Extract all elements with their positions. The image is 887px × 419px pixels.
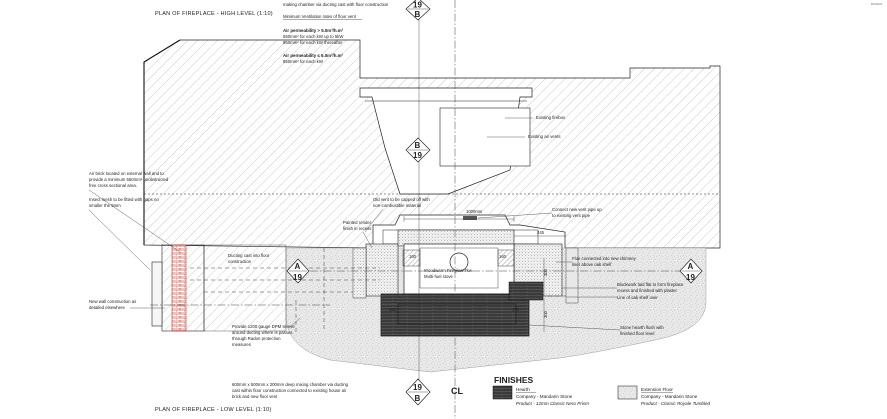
svg-text:A: A xyxy=(295,262,301,271)
svg-text:Painted render: Painted render xyxy=(343,220,372,225)
svg-text:Minimum Ventilation rates of f: Minimum Ventilation rates of floor vent xyxy=(283,14,357,19)
air-brick xyxy=(171,244,187,332)
svg-text:cast within floor construction: cast within floor construction connected… xyxy=(232,388,347,393)
hearth-swatch xyxy=(492,385,513,400)
dim-width: 1000mm xyxy=(466,209,483,214)
svg-text:600mm x 500mm x 200mm deep mix: 600mm x 500mm x 200mm deep mixing chambe… xyxy=(232,382,349,387)
svg-text:finished floor level: finished floor level xyxy=(620,331,654,336)
left-notes: Air brick located on external wall and t… xyxy=(88,171,301,347)
svg-text:construction: construction xyxy=(228,259,252,264)
section-marker-middle: B 19 xyxy=(405,137,431,163)
svg-text:finish in recess: finish in recess xyxy=(343,226,371,231)
dimensions: 1000mm 245 160 160 150 150 300 300 xyxy=(389,209,566,332)
svg-text:850mm² for each kW thereafter: 850mm² for each kW thereafter xyxy=(283,40,343,45)
ventilation-notes: making chamber via ducting cast with flo… xyxy=(283,2,389,64)
dim-150-left: 150 xyxy=(389,307,397,312)
existing-air-vents-label: Existing air vents xyxy=(528,134,560,139)
svg-text:Product - 12mm Classic Nero Pr: Product - 12mm Classic Nero Prism xyxy=(516,401,589,406)
right-notes: Connect new vent pipe up to existing ven… xyxy=(477,207,684,336)
stove-label-2: Multi-fuel stove xyxy=(424,274,454,279)
dim-300-lower: 300 xyxy=(543,310,548,318)
svg-text:around ducting where is passes: around ducting where is passes xyxy=(232,330,292,335)
low-level-plan: Woodwarm Fireglow 7kw Multi-fuel stove xyxy=(150,229,707,373)
svg-text:Hearth: Hearth xyxy=(516,387,530,392)
svg-text:19: 19 xyxy=(413,1,422,10)
svg-text:Product - Classic Royale Tumbl: Product - Classic Royale Tumbled xyxy=(641,401,711,406)
svg-text:850mm² for each kW: 850mm² for each kW xyxy=(283,59,324,64)
svg-text:brick and new floor vent: brick and new floor vent xyxy=(232,394,278,399)
section-marker-right: A 19 xyxy=(679,258,703,284)
svg-text:Old vent to be capped off with: Old vent to be capped off with xyxy=(373,197,430,202)
svg-text:19: 19 xyxy=(413,151,422,160)
svg-text:Air brick located on external: Air brick located on external wall and t… xyxy=(89,171,164,176)
dim-160-right: 160 xyxy=(499,254,507,259)
svg-text:A: A xyxy=(688,262,694,271)
title-high-level: PLAN OF FIREPLACE - HIGH LEVEL (1:10) xyxy=(155,11,273,17)
svg-text:Extension Floor: Extension Floor xyxy=(641,387,673,392)
centre-mark: CL xyxy=(451,386,463,396)
svg-text:liner above oak shelf: liner above oak shelf xyxy=(572,262,612,267)
svg-text:non-combustible material: non-combustible material xyxy=(373,203,421,208)
dim-150-right: 150 xyxy=(512,307,520,312)
svg-text:B: B xyxy=(415,394,421,403)
svg-text:Air permeability > 5.0m³/h.m²: Air permeability > 5.0m³/h.m² xyxy=(283,28,344,33)
svg-text:detailed elsewhere: detailed elsewhere xyxy=(89,305,125,310)
svg-text:Stone hearth flush with: Stone hearth flush with xyxy=(620,325,664,330)
svg-text:Company - Mandarin Stone: Company - Mandarin Stone xyxy=(516,394,573,399)
section-marker-top: 19 B xyxy=(405,0,431,21)
stove-label-1: Woodwarm Fireglow 7kw xyxy=(424,268,473,273)
svg-text:Insect mesh to be fitted with: Insect mesh to be fitted with gaps no xyxy=(89,197,159,202)
svg-text:Air permeability ≤ 5.0m³/h.m²: Air permeability ≤ 5.0m³/h.m² xyxy=(283,53,344,58)
svg-text:to existing vent pipe: to existing vent pipe xyxy=(552,213,591,218)
dim-245: 245 xyxy=(537,230,545,235)
svg-text:provide a minimum 550mm² unobs: provide a minimum 550mm² unobstructed xyxy=(89,177,169,182)
svg-text:Flue connected into new chimne: Flue connected into new chimney xyxy=(572,256,637,261)
svg-text:making chamber via ducting cas: making chamber via ducting cast with flo… xyxy=(283,2,389,7)
centre-notes: Painted render finish in recess Old vent… xyxy=(232,197,430,399)
blockwork-left xyxy=(365,243,399,297)
svg-text:B: B xyxy=(415,10,421,19)
svg-text:Ducting cast into floor: Ducting cast into floor xyxy=(228,253,270,258)
svg-text:Provide 1200 gauge DPM sleeve: Provide 1200 gauge DPM sleeve xyxy=(232,324,295,329)
svg-text:B: B xyxy=(415,141,421,150)
high-level-plan: Existing firebox Existing air vents xyxy=(143,39,721,249)
extension-floor-swatch xyxy=(617,385,638,400)
corner-ref: BASE01 xyxy=(871,2,883,6)
new-vent-pipe xyxy=(463,216,477,220)
svg-text:19: 19 xyxy=(293,273,302,282)
svg-text:measures: measures xyxy=(232,342,251,347)
svg-text:19: 19 xyxy=(686,273,695,282)
svg-text:New wall construction as: New wall construction as xyxy=(89,299,136,304)
dim-300-upper: 300 xyxy=(543,268,548,276)
svg-text:free cross sectional area.: free cross sectional area. xyxy=(89,183,137,188)
section-marker-left: A 19 xyxy=(286,258,310,284)
finishes-heading: FINISHES xyxy=(494,375,534,385)
svg-text:Line of oak shelf over: Line of oak shelf over xyxy=(617,295,658,300)
svg-text:19: 19 xyxy=(413,383,422,392)
svg-text:Company - Mandarin Stone: Company - Mandarin Stone xyxy=(641,394,698,399)
svg-text:through Radon protection: through Radon protection xyxy=(232,336,281,341)
svg-text:recess and finished with plast: recess and finished with plaster xyxy=(617,288,678,293)
svg-text:Connect new vent pipe up: Connect new vent pipe up xyxy=(552,207,602,212)
section-marker-bottom: 19 B xyxy=(405,378,431,406)
svg-text:550mm² for each kW up to 5kW: 550mm² for each kW up to 5kW xyxy=(283,34,344,39)
finishes-legend: FINISHES Hearth Company - Mandarin Stone… xyxy=(492,375,711,406)
title-low-level: PLAN OF FIREPLACE - LOW LEVEL (1:10) xyxy=(155,407,271,413)
svg-text:smaller the 5mm: smaller the 5mm xyxy=(89,203,121,208)
svg-text:Blockwork laid flat to form fi: Blockwork laid flat to form fireplace xyxy=(617,282,684,287)
dim-160-left: 160 xyxy=(409,254,417,259)
existing-firebox-label: Existing firebox xyxy=(536,115,566,120)
